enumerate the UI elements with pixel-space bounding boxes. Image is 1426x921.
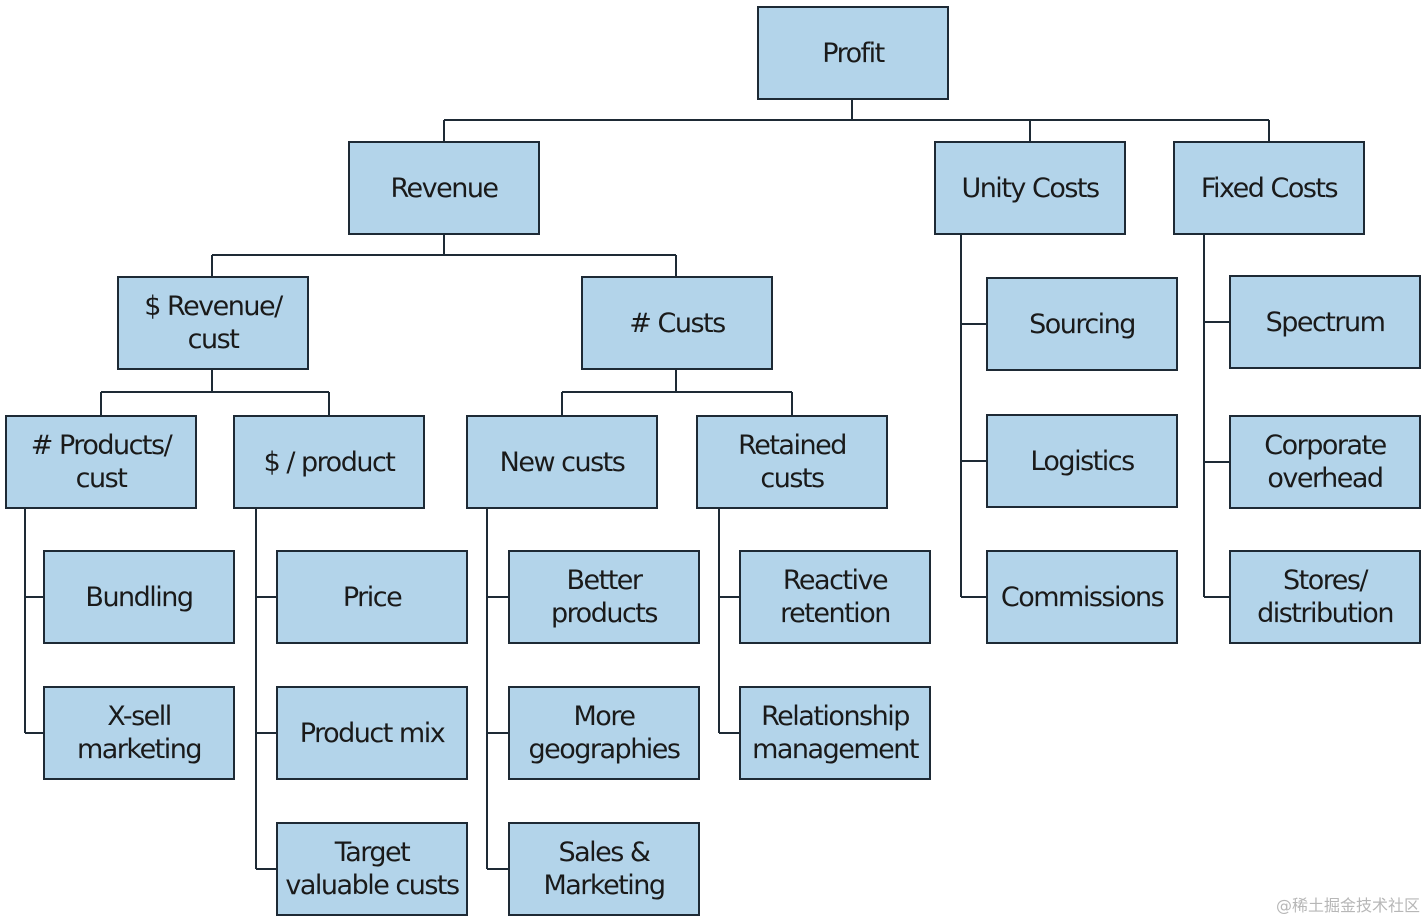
node-dollar-per-product: $ / product (233, 415, 425, 509)
connector-dollar-product-spine (255, 509, 276, 870)
node-xsell-marketing: X-sell marketing (43, 686, 235, 780)
node-label: Sourcing (1029, 308, 1136, 340)
node-label: Retained custs (738, 430, 847, 494)
node-label: Product mix (299, 717, 446, 749)
node-target-valuable-custs: Target valuable custs (276, 822, 468, 916)
node-label: Commissions (1000, 581, 1165, 613)
connector-fixed-spine (1203, 234, 1229, 598)
connector-custs-children (561, 369, 793, 415)
connector-unity-spine (960, 234, 986, 598)
node-label: Bundling (85, 581, 194, 613)
node-sales-marketing: Sales & Marketing (508, 822, 700, 916)
node-label: Relationship management (752, 701, 919, 765)
node-product-mix: Product mix (276, 686, 468, 780)
node-label: # Custs (629, 307, 726, 339)
node-label: # Products/ cust (30, 430, 173, 494)
node-logistics: Logistics (986, 414, 1178, 508)
node-more-geographies: More geographies (508, 686, 700, 780)
node-price: Price (276, 550, 468, 644)
connector-products-spine (24, 509, 43, 734)
node-relationship-management: Relationship management (739, 686, 931, 780)
node-better-products: Better products (508, 550, 700, 644)
connector-retained-spine (718, 509, 739, 734)
node-label: $ Revenue/ cust (144, 291, 283, 355)
node-label: $ / product (263, 446, 396, 478)
node-label: Logistics (1030, 445, 1135, 477)
node-profit: Profit (757, 6, 949, 100)
node-label: More geographies (528, 701, 681, 765)
node-retained-custs: Retained custs (696, 415, 888, 509)
node-label: Stores/ distribution (1257, 565, 1394, 629)
connector-revenue-children (211, 234, 677, 276)
node-label: Unity Costs (961, 172, 1100, 204)
node-label: X-sell marketing (76, 701, 203, 765)
watermark: @稀土掘金技术社区 (1275, 896, 1420, 915)
node-label: Better products (551, 565, 658, 629)
node-new-custs: New custs (466, 415, 658, 509)
node-label: Reactive retention (780, 565, 891, 629)
node-label: Target valuable custs (285, 837, 460, 901)
node-stores-distribution: Stores/ distribution (1229, 550, 1421, 644)
node-commissions: Commissions (986, 550, 1178, 644)
node-fixed-costs: Fixed Costs (1173, 141, 1365, 235)
node-sourcing: Sourcing (986, 277, 1178, 371)
node-num-custs: # Custs (581, 276, 773, 370)
connector-new-custs-spine (486, 509, 508, 870)
node-corporate-overhead: Corporate overhead (1229, 415, 1421, 509)
node-revenue: Revenue (348, 141, 540, 235)
node-label: Revenue (390, 172, 499, 204)
node-bundling: Bundling (43, 550, 235, 644)
node-label: Spectrum (1265, 306, 1386, 338)
node-label: New custs (499, 446, 626, 478)
node-products-per-cust: # Products/ cust (5, 415, 197, 509)
node-label: Price (342, 581, 403, 613)
node-label: Sales & Marketing (543, 837, 666, 901)
node-unity-costs: Unity Costs (934, 141, 1126, 235)
connector-profit-children (443, 99, 1270, 141)
node-label: Corporate overhead (1264, 430, 1387, 494)
node-revenue-per-cust: $ Revenue/ cust (117, 276, 309, 370)
node-label: Profit (822, 37, 885, 69)
node-spectrum: Spectrum (1229, 275, 1421, 369)
node-label: Fixed Costs (1200, 172, 1339, 204)
node-reactive-retention: Reactive retention (739, 550, 931, 644)
connector-revenue-per-cust-children (100, 369, 330, 415)
